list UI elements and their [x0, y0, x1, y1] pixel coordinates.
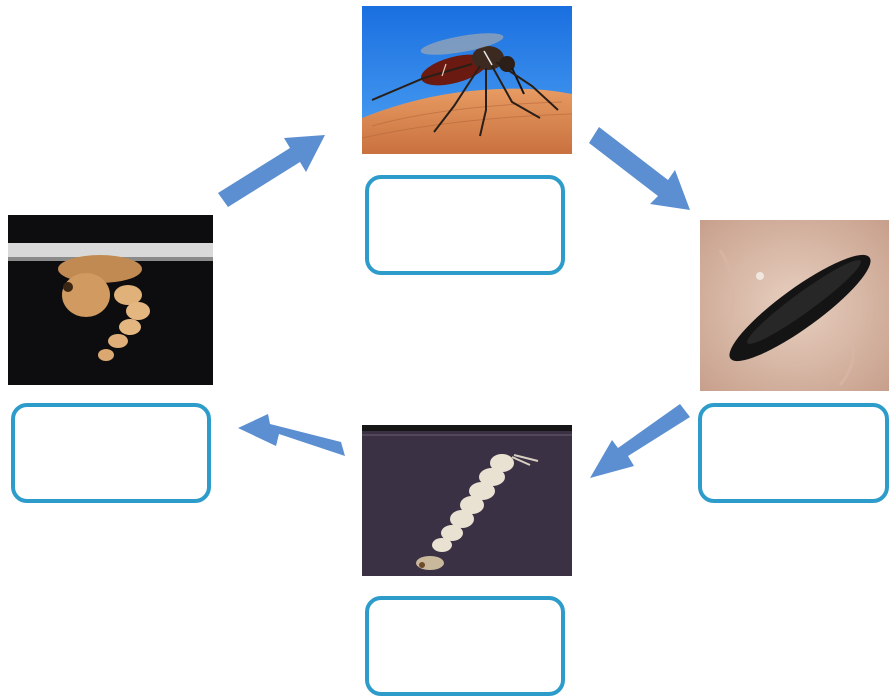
arrow-larva-to-pupa [238, 414, 345, 456]
arrow-adult-to-egg [589, 127, 690, 210]
arrow-egg-to-larva [590, 404, 690, 478]
arrow-pupa-to-adult [218, 135, 325, 207]
